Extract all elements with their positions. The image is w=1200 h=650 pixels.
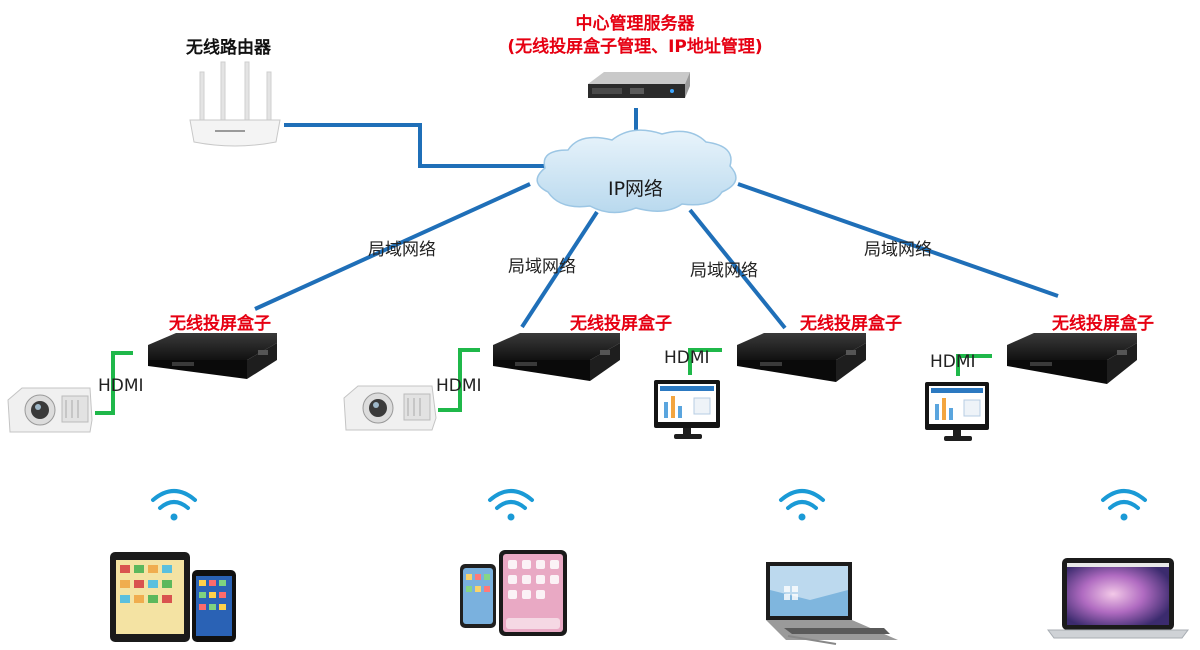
- router-icon: [189, 61, 281, 147]
- cloud-icon: [536, 129, 737, 214]
- hdmi-link-2: [438, 348, 480, 412]
- screen-box-2: [493, 333, 620, 381]
- cloud-label: IP网络: [608, 178, 664, 200]
- server-icon: [588, 72, 690, 98]
- ipad-icon: [499, 550, 567, 636]
- monitor-icon-2: [925, 382, 989, 441]
- hdmi-label-4: HDMI: [930, 352, 976, 372]
- lan-label-4: 局域网络: [864, 240, 932, 260]
- lan-label-1: 局域网络: [368, 240, 436, 260]
- monitor-icon-1: [654, 380, 720, 439]
- projector-icon-2: [343, 385, 437, 431]
- wifi-icon-3: [779, 489, 825, 521]
- box-label-4: 无线投屏盒子: [1052, 314, 1154, 334]
- lan-link-4: [737, 182, 1059, 298]
- router-label: 无线路由器: [186, 38, 271, 58]
- screen-box-1: [148, 333, 277, 379]
- server-label-line1: 中心管理服务器: [575, 14, 695, 34]
- phone-icon: [192, 570, 236, 642]
- router-link: [284, 123, 560, 168]
- hdmi-label-3: HDMI: [664, 348, 710, 368]
- box-label-1: 无线投屏盒子: [169, 314, 271, 334]
- wifi-icon-1: [151, 489, 197, 521]
- network-links: [254, 108, 1059, 330]
- lan-link-1: [254, 182, 531, 311]
- lan-label-3: 局域网络: [690, 261, 758, 281]
- wifi-icon-2: [488, 489, 534, 521]
- lan-link-3: [688, 208, 787, 330]
- box-label-2: 无线投屏盒子: [570, 314, 672, 334]
- surface-laptop-icon: [766, 562, 898, 645]
- macbook-icon: [1047, 558, 1189, 639]
- projector-icon-1: [7, 387, 93, 433]
- hdmi-link-3: [688, 348, 722, 375]
- screen-box-4: [1007, 333, 1137, 384]
- phone-icon-2: [460, 564, 496, 628]
- server-label-line2: (无线投屏盒子管理、IP地址管理): [507, 37, 763, 57]
- hdmi-link-1: [95, 351, 133, 415]
- hdmi-link-4: [956, 354, 992, 376]
- hdmi-label-2: HDMI: [436, 376, 482, 396]
- hdmi-links: [95, 348, 992, 415]
- lan-link-2: [520, 210, 599, 329]
- wifi-icon-4: [1101, 489, 1147, 521]
- hdmi-label-1: HDMI: [98, 376, 144, 396]
- tablet-icon: [110, 552, 190, 642]
- lan-label-2: 局域网络: [508, 257, 576, 277]
- screen-box-3: [737, 333, 866, 382]
- box-label-3: 无线投屏盒子: [800, 314, 902, 334]
